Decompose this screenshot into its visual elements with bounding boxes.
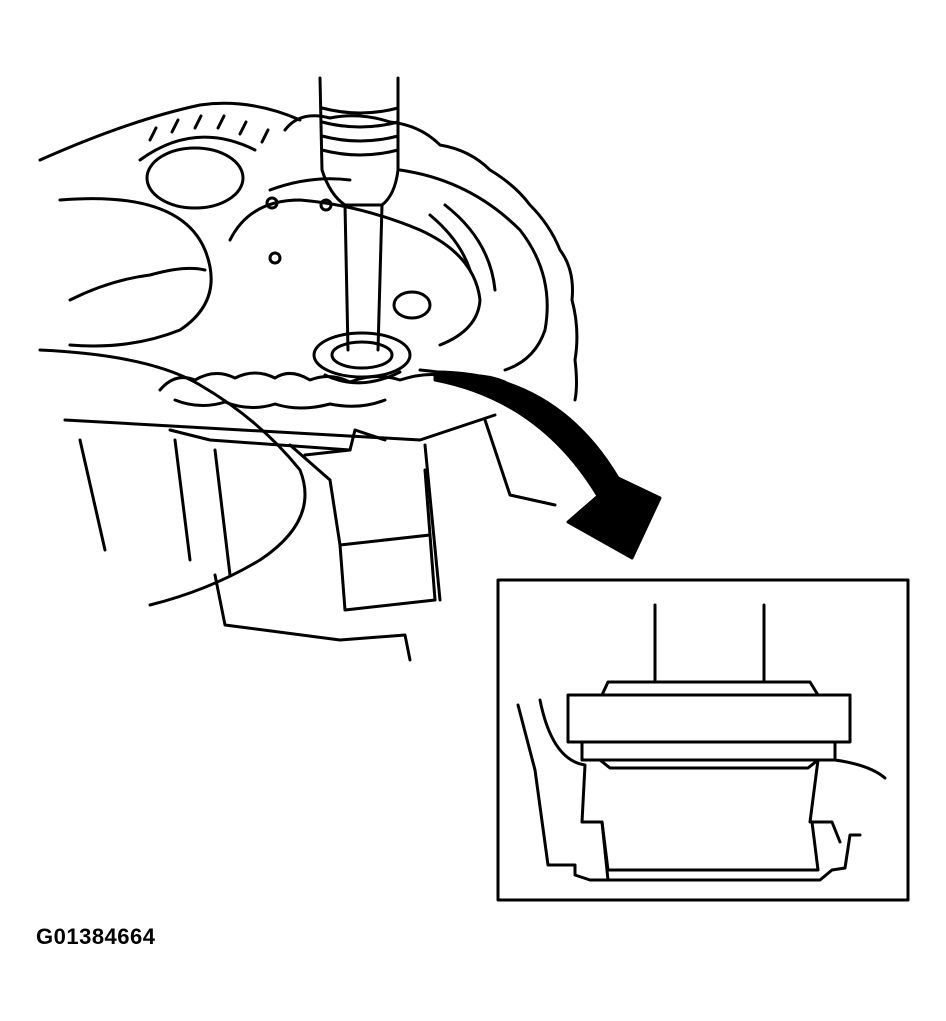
body-bottom (213, 573, 412, 662)
body-mid-wall (173, 438, 192, 562)
body-left-wall (78, 438, 107, 552)
inset-bore-left (516, 703, 862, 882)
inset-shaft-lines (653, 603, 766, 682)
transaxle-housing (38, 101, 579, 662)
tool-grip-rings (320, 106, 400, 157)
bore-rim (138, 135, 257, 162)
body-right-wall (423, 443, 442, 602)
housing-bulge-left (68, 266, 207, 302)
inset-frame (496, 578, 910, 902)
oil-seal-outer (312, 331, 412, 379)
inset-bore-bottom (600, 820, 820, 872)
case-inner-edge (268, 168, 549, 372)
inset-seal-body (580, 740, 837, 770)
housing-outer-curve (38, 101, 302, 162)
detail-arrow (418, 368, 662, 560)
support-block-slant (288, 443, 352, 482)
case-rib (428, 203, 497, 292)
bore-hole (145, 146, 245, 210)
seal-installer-tool (312, 76, 412, 385)
body-far-right (483, 418, 557, 507)
inset-installer-plate (566, 693, 852, 744)
tool-shaft (343, 203, 384, 352)
inset-bore-wall-left (538, 698, 610, 882)
bore-teeth (148, 114, 270, 144)
bolt-hole-a (265, 196, 279, 210)
body-step (213, 448, 232, 577)
seal-lip (323, 370, 402, 385)
inset-bore-wall-right (808, 758, 887, 844)
figure-code: G01384664 (36, 924, 156, 949)
case-inner-ring (228, 198, 482, 347)
housing-left-arc (58, 197, 213, 348)
housing-lower-arc (38, 348, 307, 607)
sealant-bead-lower (173, 398, 387, 410)
bolt-hole-c (268, 251, 282, 265)
bolt-hole-b (319, 198, 333, 212)
case-boss (392, 290, 432, 320)
tool-handle (318, 76, 400, 207)
inset-seal-cap (600, 680, 820, 697)
arrow-body (433, 370, 662, 560)
case-flange (283, 114, 579, 402)
mating-face (63, 413, 497, 442)
detail-inset (496, 578, 910, 902)
support-block-top (338, 533, 432, 547)
oil-seal-inner (330, 340, 394, 370)
support-block (328, 468, 437, 612)
